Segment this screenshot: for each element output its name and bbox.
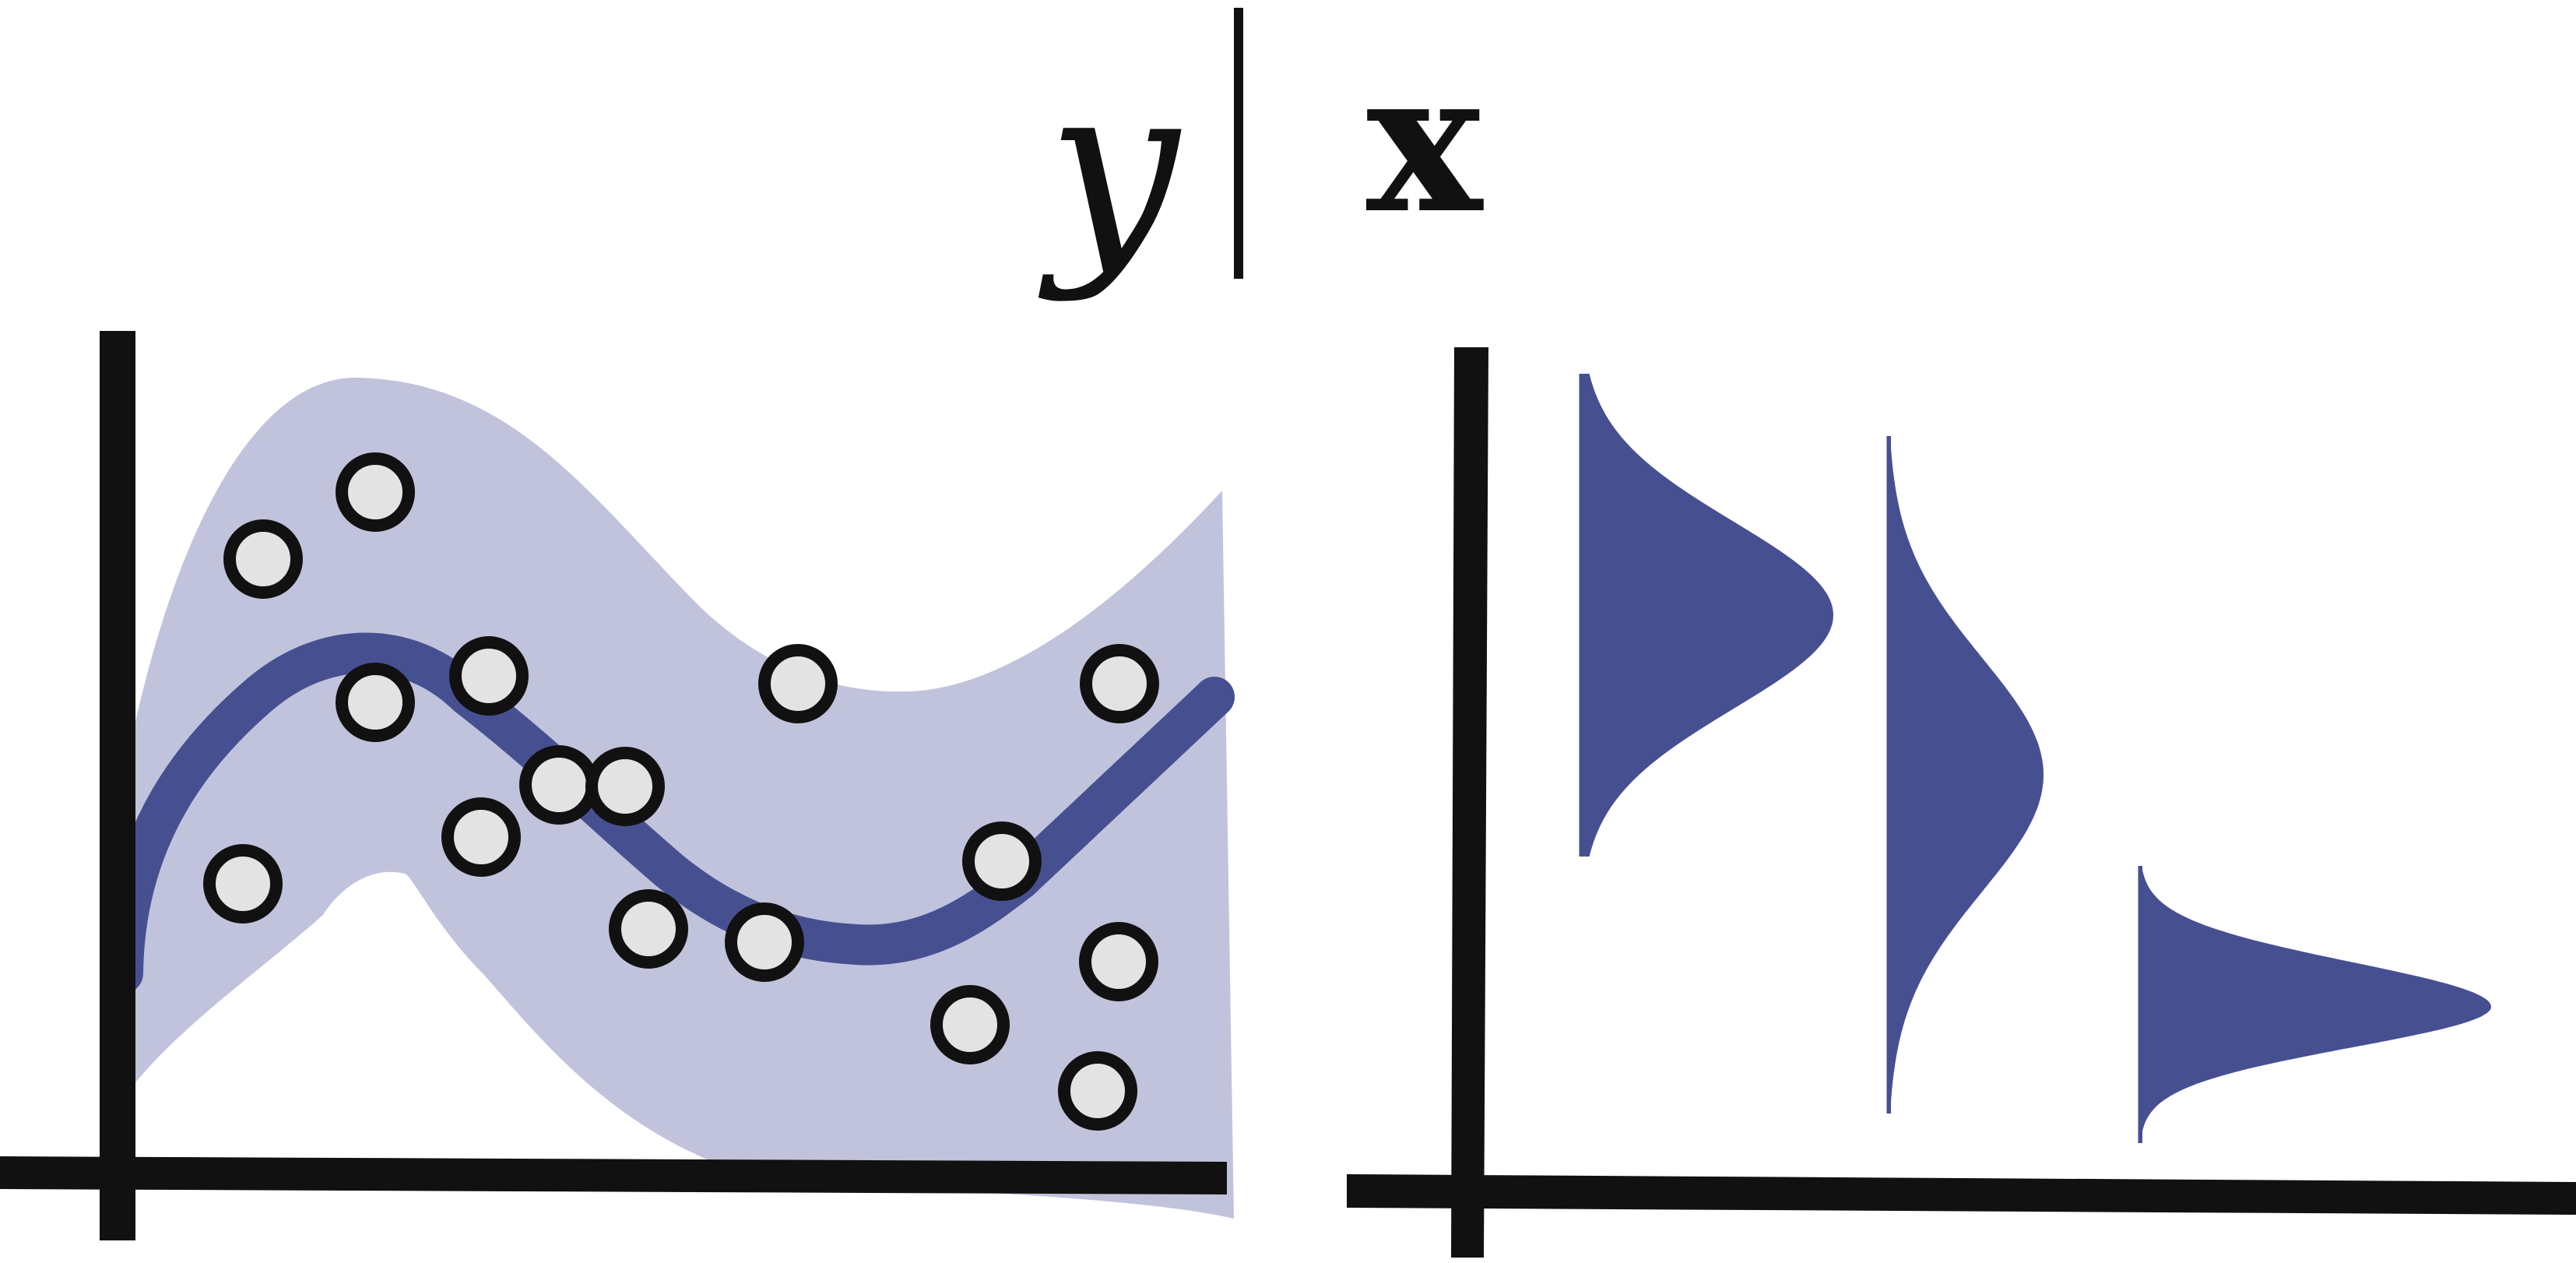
data-point <box>449 636 529 716</box>
data-point <box>758 644 838 723</box>
density-1 <box>1580 374 1833 857</box>
data-point <box>725 902 804 982</box>
data-point <box>1079 922 1158 1001</box>
left-y-axis <box>100 331 135 1240</box>
title: y x <box>1036 8 1484 304</box>
data-point <box>519 745 599 825</box>
data-point <box>1058 1051 1137 1131</box>
left-x-axis <box>0 1156 1227 1194</box>
data-point <box>609 889 688 969</box>
title-conditional-bar <box>1234 8 1243 279</box>
data-point <box>585 747 665 826</box>
data-point <box>441 797 521 877</box>
right-y-axis <box>1451 347 1488 1258</box>
title-condition: x <box>1366 27 1484 256</box>
left-panel <box>0 331 1235 1240</box>
density-3 <box>2139 866 2491 1143</box>
data-points <box>203 452 1159 1131</box>
right-panel <box>1347 347 2576 1258</box>
conditional-densities <box>1579 374 2491 1143</box>
data-point <box>336 663 415 742</box>
title-variable: y <box>1036 33 1183 304</box>
density-2 <box>1888 436 2044 1113</box>
data-point <box>930 985 1010 1064</box>
data-point <box>962 821 1042 901</box>
data-point <box>336 452 415 532</box>
right-x-axis <box>1347 1174 2576 1215</box>
data-point <box>203 844 283 924</box>
data-point <box>223 519 303 599</box>
data-point <box>1080 644 1159 723</box>
